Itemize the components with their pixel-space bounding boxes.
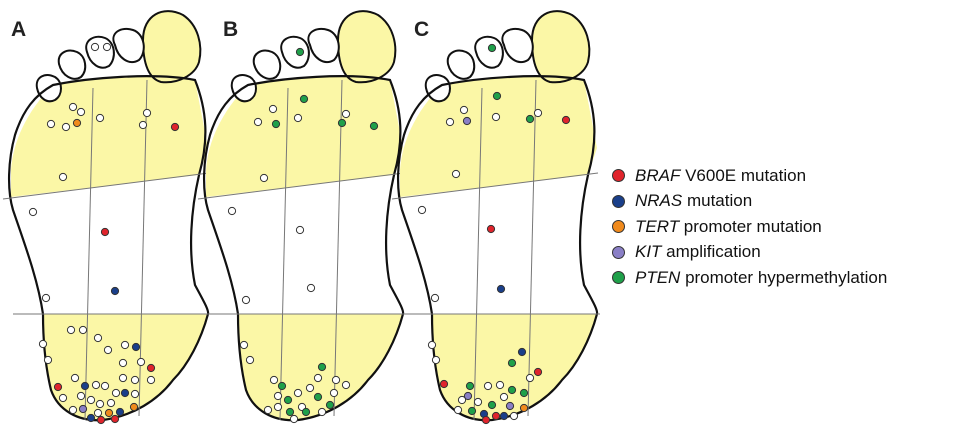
legend-gene: TERT (635, 217, 679, 237)
foot-panel-b: B (198, 11, 406, 422)
legend-gene: KIT (635, 242, 661, 262)
legend-gene: BRAF (635, 166, 680, 186)
legend-text: promoter hypermethylation (680, 268, 887, 288)
legend-text: mutation (682, 191, 752, 211)
pten-swatch-icon (612, 271, 625, 284)
panel-label-c: C (414, 18, 429, 41)
legend-item-pten: PTEN promoter hypermethylation (612, 265, 887, 291)
legend-text: V600E mutation (680, 166, 806, 186)
kit-swatch-icon (612, 246, 625, 259)
tert-swatch-icon (612, 220, 625, 233)
legend: BRAF V600E mutation NRAS mutation TERT p… (612, 163, 887, 291)
panel-label-a: A (11, 18, 26, 41)
legend-item-nras: NRAS mutation (612, 189, 887, 215)
nras-swatch-icon (612, 195, 625, 208)
foot-panel-a: A (3, 11, 211, 423)
legend-gene: NRAS (635, 191, 682, 211)
legend-item-kit: KIT amplification (612, 240, 887, 266)
braf-swatch-icon (612, 169, 625, 182)
foot-outline-b (198, 11, 406, 420)
legend-item-braf: BRAF V600E mutation (612, 163, 887, 189)
panel-label-b: B (223, 18, 238, 41)
legend-gene: PTEN (635, 268, 680, 288)
foot-panel-c: C (392, 11, 600, 423)
foot-outline-c (392, 11, 600, 420)
legend-text: promoter mutation (679, 217, 822, 237)
legend-text: amplification (661, 242, 760, 262)
legend-item-tert: TERT promoter mutation (612, 214, 887, 240)
